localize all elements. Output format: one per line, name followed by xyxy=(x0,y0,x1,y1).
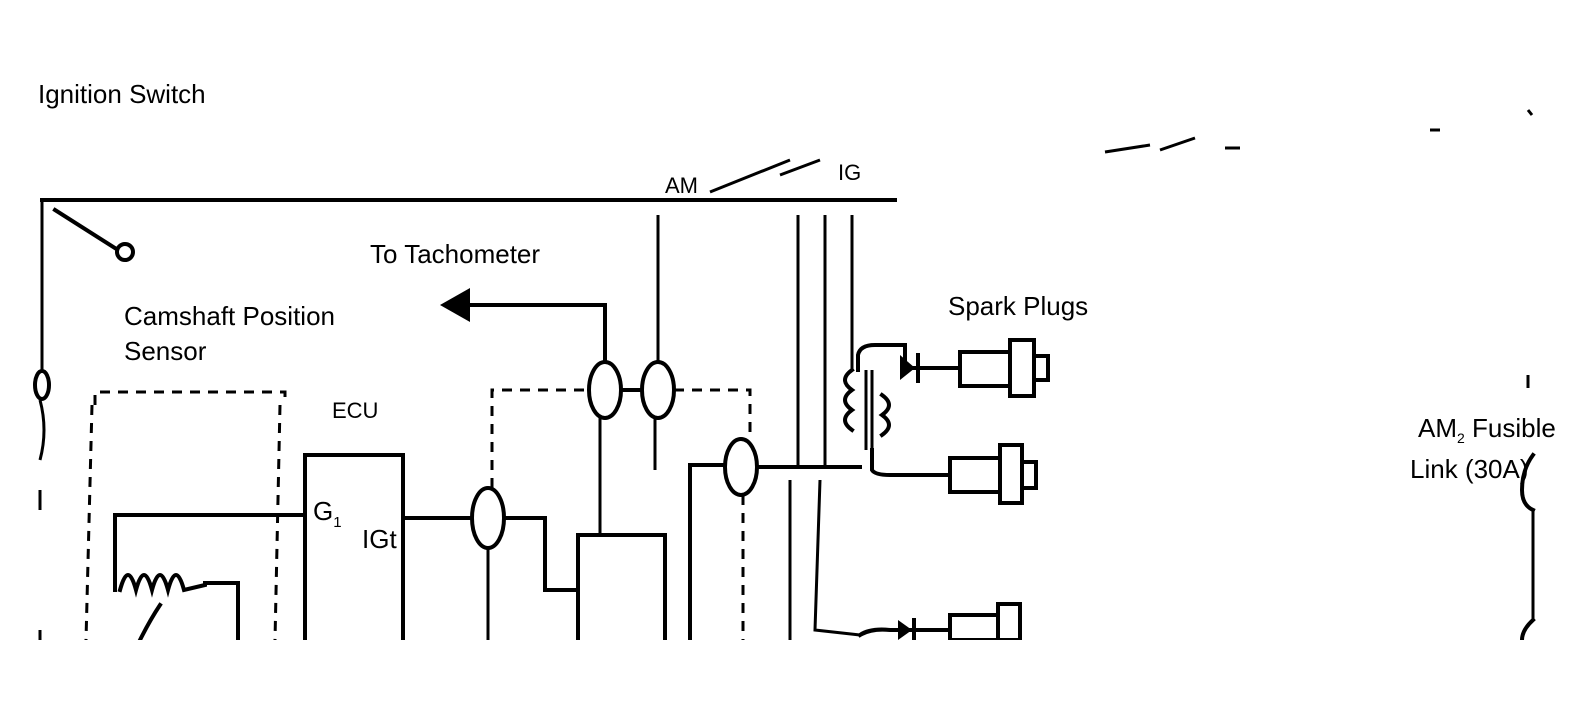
igniter-box xyxy=(576,533,667,642)
spark-plug-2-tip xyxy=(1020,460,1038,490)
left-lower-wire xyxy=(38,399,46,640)
sensor-housing-top xyxy=(93,390,287,405)
bottom-margin xyxy=(0,640,1578,720)
sensor-housing-left xyxy=(84,404,94,641)
am2-fusible-link-label-line1: AM2 Fusible xyxy=(1418,413,1556,446)
am2-lower-link xyxy=(1519,617,1536,643)
switch-contact-marks xyxy=(709,158,821,194)
spark-plug-1-hex xyxy=(1008,338,1036,398)
igniter-connector-1 xyxy=(470,486,506,550)
am2-fusible-link xyxy=(1519,452,1536,513)
ignition-switch-pivot xyxy=(115,242,135,262)
camshaft-sensor-label-line1: Camshaft Position xyxy=(124,301,335,331)
ecu-label: ECU xyxy=(332,398,378,423)
spark-plugs-label: Spark Plugs xyxy=(948,291,1088,321)
am-terminal-label: AM xyxy=(665,173,698,198)
plug-3-diode-icon xyxy=(898,620,912,640)
to-tachometer-label: To Tachometer xyxy=(370,239,540,269)
sensor-housing-right xyxy=(273,404,282,641)
sensor-signal-wire xyxy=(113,513,277,592)
plug-3-wire xyxy=(857,627,952,638)
right-tick-top xyxy=(1526,109,1534,116)
spark-plug-1 xyxy=(958,350,1012,388)
ecu-g1-pin-label: G1 xyxy=(313,496,342,531)
connector-4 xyxy=(723,437,759,497)
spark-plug-2 xyxy=(948,456,1002,494)
ig-terminal-label: IG xyxy=(838,160,861,185)
tachometer-wire xyxy=(466,303,607,367)
spark-plug-3-hex xyxy=(996,602,1022,642)
ecu-box xyxy=(303,453,405,642)
ecu-igt-pin-label: IGt xyxy=(362,524,397,554)
spark-plug-3 xyxy=(948,613,1000,642)
plug-2-wire xyxy=(870,448,952,477)
connector-4-left xyxy=(688,463,727,642)
ignition-coil-secondary xyxy=(878,392,891,438)
ignition-switch-label: Ignition Switch xyxy=(38,79,206,109)
connector-3-dashed xyxy=(674,388,752,440)
spark-plug-1-tip xyxy=(1032,354,1050,382)
sensor-pickup-coil xyxy=(117,573,240,642)
tachometer-arrow-icon xyxy=(440,288,470,322)
connector-2 xyxy=(587,360,623,420)
connector-dashed-link xyxy=(490,388,588,488)
faded-upper-right-marks xyxy=(1104,128,1440,154)
left-fuse xyxy=(33,369,51,401)
sensor-rotor xyxy=(137,602,163,643)
feed-down-2 xyxy=(813,479,861,637)
spark-plug-2-hex xyxy=(998,443,1024,505)
plug-1-wire xyxy=(856,343,962,372)
igniter-feed xyxy=(543,516,580,592)
connector-3 xyxy=(640,360,676,420)
am2-fusible-link-label-line2: Link (30A) xyxy=(1410,454,1529,484)
camshaft-sensor-label-line2: Sensor xyxy=(124,336,207,366)
ignition-switch-lever xyxy=(52,207,121,253)
plug-1-diode-icon xyxy=(900,355,915,380)
ignition-coil-primary xyxy=(843,367,856,433)
